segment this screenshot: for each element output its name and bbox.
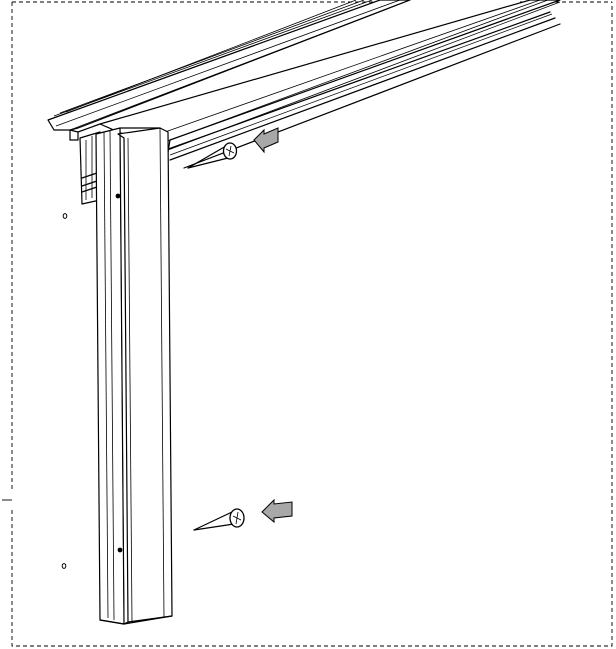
- screw-icon: [187, 142, 238, 169]
- insert-arrow-icon: [253, 127, 279, 154]
- insert-arrow-icon: [261, 498, 293, 524]
- vertical-post: [95, 127, 173, 625]
- top-rail: [47, 0, 411, 141]
- screw-icon: [193, 508, 245, 531]
- screw-hole-icon: [62, 213, 68, 219]
- screw-hole-icon: [61, 563, 67, 569]
